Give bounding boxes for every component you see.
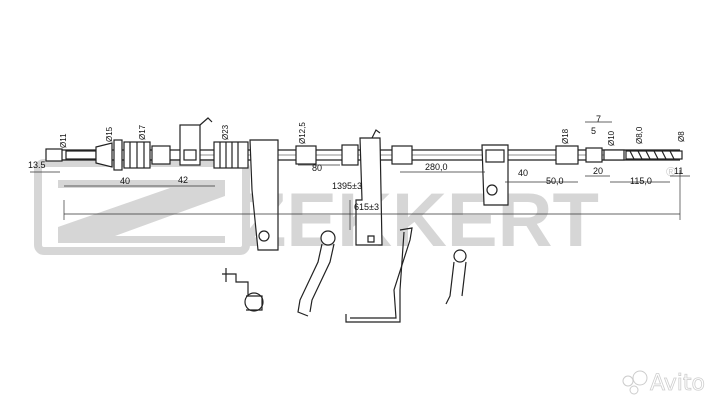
dim-80: 80: [312, 163, 322, 173]
clip-detail-1: [222, 268, 264, 312]
avito-watermark: Avito: [622, 370, 705, 396]
dim-13-5: 13.5: [28, 160, 46, 170]
dim-280: 280,0: [425, 162, 448, 172]
dia-17: Ø17: [138, 124, 147, 140]
dia-15: Ø15: [105, 126, 114, 142]
horizontal-dimensions: 13.5 40 42 80 1395±3 280,0 40 50,0 20 11…: [28, 114, 683, 212]
dia-8: Ø8: [677, 131, 686, 142]
dia-23: Ø23: [221, 124, 230, 140]
clip-detail-2: [297, 230, 336, 317]
dia-18: Ø18: [561, 128, 570, 144]
dim-20: 20: [593, 166, 603, 176]
dim-115: 115,0: [630, 176, 652, 186]
clip-detail-4: [445, 249, 467, 305]
brand-text: ZEKKERT: [240, 178, 599, 263]
dim-1395: 1395±3: [332, 181, 362, 191]
dia-11: Ø11: [59, 133, 68, 148]
avito-text: Avito: [650, 371, 705, 396]
dia-12-5: Ø12,5: [298, 122, 307, 144]
dimension-lines: [30, 121, 690, 230]
dim-42: 42: [178, 175, 188, 185]
zekkert-logo-watermark: ZEKKERT ®: [34, 159, 676, 263]
dim-50: 50,0: [546, 176, 564, 186]
dim-11: 11: [674, 166, 683, 176]
diameter-labels: Ø11 Ø15 Ø17 Ø23 Ø12,5 Ø18 Ø10 Ø8,0 Ø8: [59, 122, 686, 148]
registered-mark: ®: [666, 164, 676, 179]
cable: [45, 117, 683, 251]
dim-615: 615±3: [354, 202, 379, 212]
dia-8-0: Ø8,0: [635, 126, 644, 144]
dim-40-right: 40: [518, 168, 528, 178]
clip-detail-3: [345, 227, 413, 323]
dim-5: 5: [591, 126, 596, 136]
dim-7: 7: [596, 114, 601, 124]
dim-40-left: 40: [120, 176, 130, 186]
dia-10: Ø10: [607, 130, 616, 146]
detail-views: [222, 227, 467, 323]
